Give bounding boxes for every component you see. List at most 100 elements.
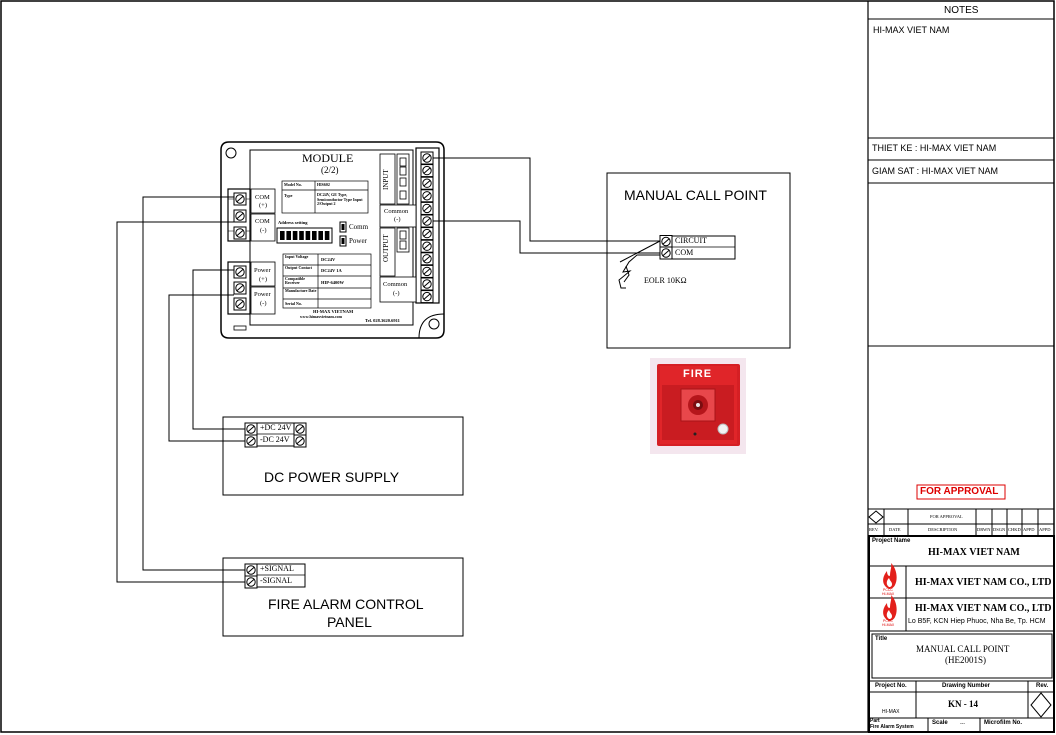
dip-key (299, 231, 304, 240)
revision-row-text: FOR APPROVAL (930, 514, 963, 519)
spec-output-val: DC24V 1A (321, 268, 342, 273)
logo-sub: HI-MAX (882, 623, 895, 627)
input-box (379, 153, 396, 205)
title-inner-box (871, 633, 1053, 679)
terminal-screw-icon (244, 434, 258, 448)
rev-label: Rev. (1036, 683, 1049, 689)
wire-com-plus (142, 196, 245, 571)
rev-col-drwn: DRWN (977, 527, 991, 532)
mcp-circuit-label: CIRCUIT (675, 236, 707, 245)
part-value: Fire Alarm System (870, 724, 914, 730)
rev-diamond-icon (1030, 692, 1052, 718)
company-name-2: HI-MAX VIET NAM CO., LTD (915, 603, 1052, 614)
wire-power-plus (192, 269, 245, 430)
rev-col-appd-1: APPD (1023, 527, 1035, 532)
mcp-photo-fire-label: FIRE (683, 368, 713, 380)
dip-key (292, 231, 298, 240)
terminal-screw-icon (233, 209, 247, 223)
fire-logo-icon (883, 595, 897, 621)
terminal-screw-icon (420, 189, 434, 203)
title-label: Title (875, 636, 888, 642)
wire-circuit (433, 157, 660, 242)
logo-text: PCCC (883, 619, 893, 623)
module-title: MODULE (302, 151, 354, 165)
manual-call-point-photo (650, 358, 746, 454)
wire-power-minus (168, 294, 245, 442)
terminal-screw-icon (233, 226, 247, 240)
comm-led-fill (341, 224, 345, 230)
terminal-screw-icon (420, 164, 434, 178)
input-label: INPUT (382, 169, 390, 190)
terminal-screw-icon (244, 422, 258, 436)
terminal-screw-icon (293, 422, 307, 436)
terminal-screw-icon (244, 563, 258, 577)
logo-sub: HI-MAX (882, 592, 895, 596)
notes-line: HI-MAX VIET NAM (873, 25, 950, 35)
mount-hole-bottom-right (418, 313, 445, 339)
spec-model-val: HIS602 (317, 182, 330, 187)
manual-call-point-title: MANUAL CALL POINT (624, 187, 767, 203)
eolr-zigzag (623, 265, 630, 283)
microfilm-label: Microfilm No. (984, 720, 1023, 726)
comm-led-label: Comm (349, 223, 369, 231)
dc-minus-label: -DC 24V (260, 435, 290, 444)
scale-label: Scale (932, 720, 948, 726)
terminal-screw-icon (293, 434, 307, 448)
terminal-screw-icon (420, 151, 434, 165)
power-minus-sign: (-) (260, 300, 267, 307)
rev-col-chkd: CHKD (1008, 527, 1021, 532)
common-bottom-label: Common (383, 281, 408, 288)
com-plus-box (250, 188, 276, 214)
terminal-screw-icon (420, 214, 434, 228)
facp-minus-label: -SIGNAL (260, 576, 292, 585)
project-box (868, 535, 1055, 733)
facp-plus-label: +SIGNAL (260, 564, 294, 573)
common-top-sign: (-) (394, 216, 401, 223)
common-top-label: Common (384, 208, 409, 215)
title-block-lines (868, 18, 1054, 732)
project-no-label: Project No. (875, 683, 907, 689)
terminal-screw-icon (420, 252, 434, 266)
company-name-1: HI-MAX VIET NAM CO., LTD (915, 577, 1052, 588)
output-label: OUTPUT (382, 234, 390, 262)
project-name-label: Project Name (872, 538, 911, 544)
terminal-screw-icon (420, 277, 434, 291)
for-approval-stamp: FOR APPROVAL (920, 486, 999, 497)
terminal-screw-icon (659, 235, 673, 248)
power-plus-sign: (+) (259, 276, 267, 283)
dip-key (318, 231, 323, 240)
terminal-screw-icon (420, 227, 434, 241)
module-notch (233, 325, 247, 331)
mount-hole-top-left (225, 147, 237, 159)
drawing-number-label: Drawing Number (942, 683, 991, 689)
com-minus-box (250, 213, 276, 242)
common-top-box (379, 204, 417, 228)
power-minus-box (250, 286, 276, 315)
terminal-screw-icon (420, 239, 434, 253)
com-minus-sign: (-) (260, 227, 267, 234)
spec-receiver-val: HIP-6400W (321, 280, 344, 285)
facp-title-line1: FIRE ALARM CONTROL (268, 596, 424, 612)
wire-com-minus (116, 221, 245, 583)
wiring (116, 157, 660, 583)
mcp-com-label: COM (675, 248, 694, 257)
right-terminal-screws (420, 151, 434, 304)
rev-col-appd-2: APPD (1039, 527, 1051, 532)
dip-switch-keys (280, 231, 330, 240)
spec-date-key: Manufacture Date (285, 288, 317, 293)
scale-value: --- (960, 721, 965, 727)
project-no: HI-MAX (882, 709, 900, 715)
power-plus-box (250, 261, 276, 287)
rev-diamond-icon (868, 510, 884, 524)
manual-call-point-box (606, 172, 791, 349)
mount-hole-bottom-right-circle (428, 318, 440, 330)
rev-col-date: DATE (889, 527, 901, 532)
terminal-screw-icon (420, 290, 434, 304)
terminal-screw-icon (233, 192, 247, 206)
terminal-screw-icon (420, 264, 434, 278)
module-subtitle: (2/2) (321, 165, 339, 175)
eolr-label: EOLR 10KΩ (644, 276, 687, 285)
dip-key (324, 231, 330, 240)
spec-table-bottom (282, 253, 372, 309)
